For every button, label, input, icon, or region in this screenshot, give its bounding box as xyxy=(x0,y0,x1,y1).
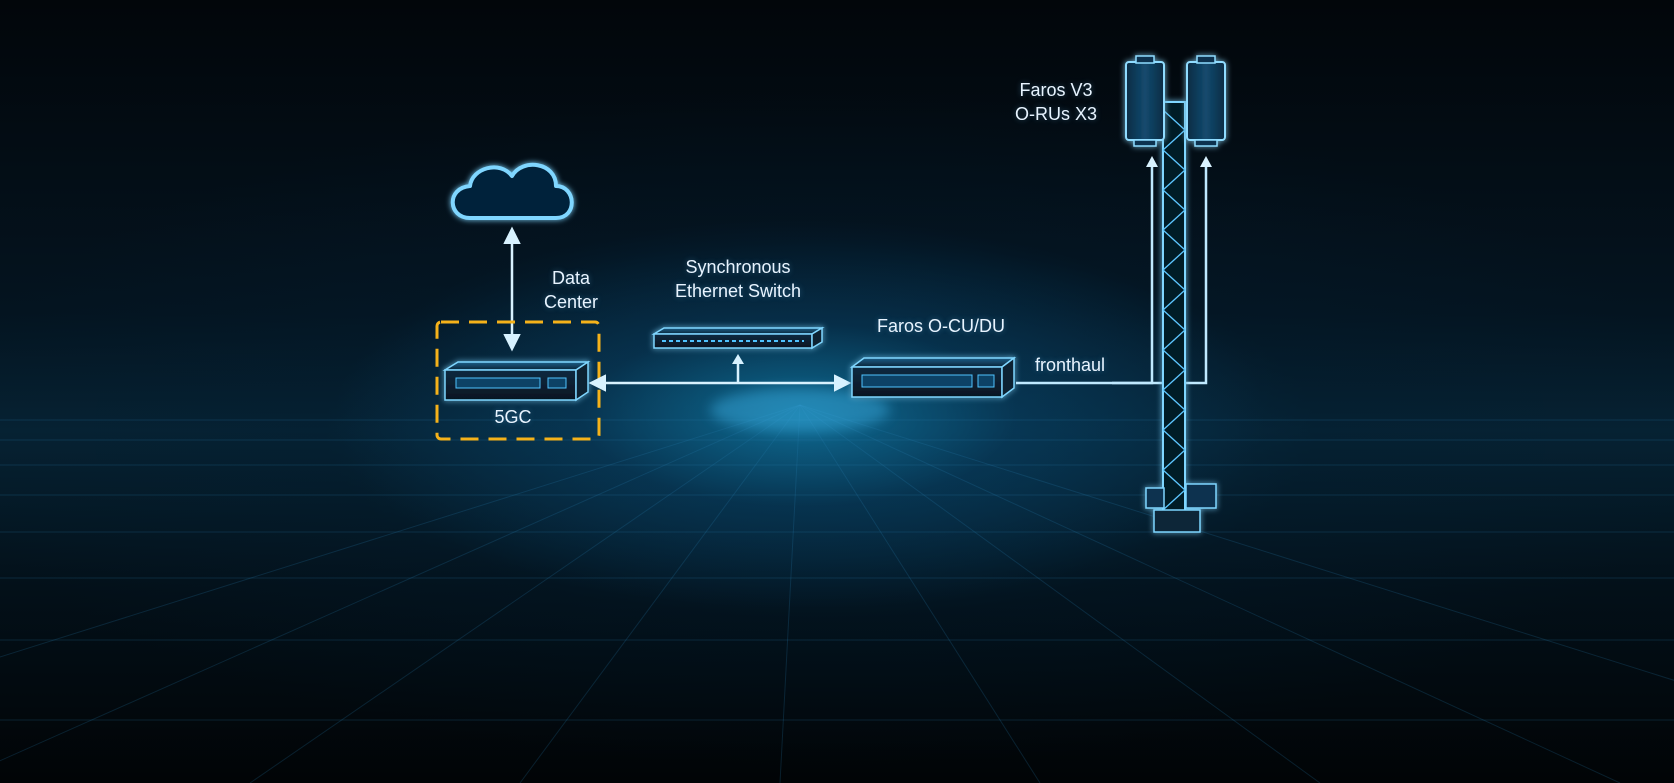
network-switch-icon xyxy=(651,326,825,350)
cloud-icon xyxy=(450,162,574,220)
switch-label: Synchronous Ethernet Switch xyxy=(674,257,802,301)
server-icon xyxy=(442,360,591,402)
fronthaul-label: fronthaul xyxy=(1034,355,1106,375)
backhaul-link xyxy=(588,360,852,392)
center-glow xyxy=(710,388,890,432)
oru-label: Faros V3 O-RUs X3 xyxy=(1014,80,1097,124)
core-label: 5GC xyxy=(494,407,532,427)
data-center-boundary xyxy=(435,320,601,441)
server-icon xyxy=(849,356,1017,399)
radio-unit-icon xyxy=(1186,55,1226,147)
data-center-label: Data Center xyxy=(543,268,599,312)
oru-arrowhead xyxy=(1200,156,1212,167)
cell-tower-icon xyxy=(1145,101,1217,533)
oru-arrowhead xyxy=(1146,156,1158,167)
cu-du-label: Faros O-CU/DU xyxy=(876,316,1005,336)
switch-tap-arrowhead xyxy=(732,354,744,364)
floor-grid xyxy=(0,404,1674,783)
radio-unit-icon xyxy=(1125,55,1165,147)
